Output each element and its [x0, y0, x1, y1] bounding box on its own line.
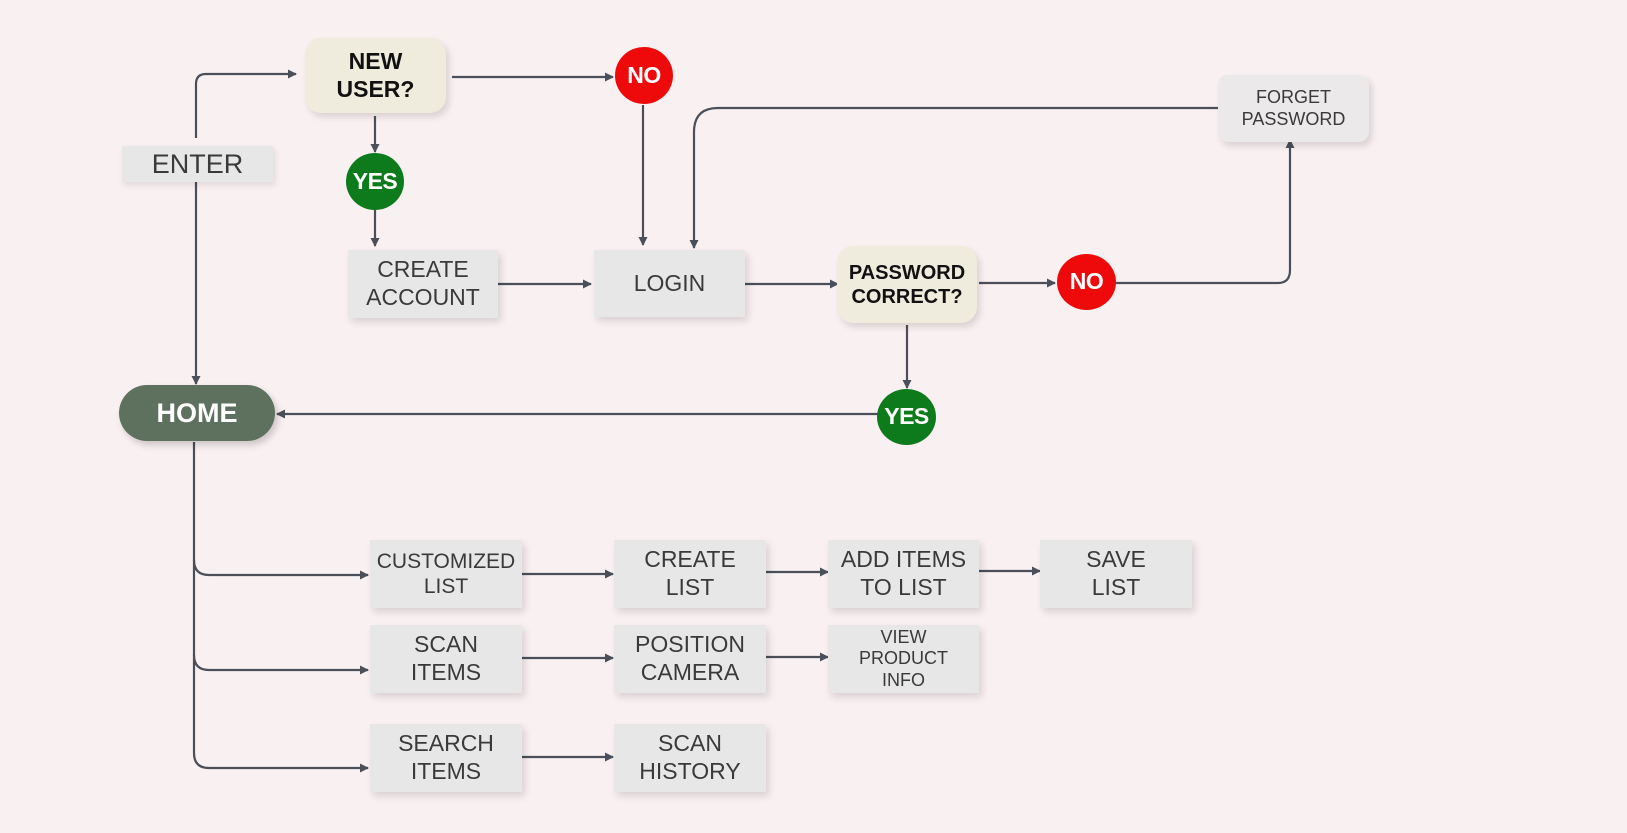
add-items-to-list-label: ADD ITEMS TO LIST: [840, 546, 967, 600]
view-product-info-label: VIEW PRODUCT INFO: [859, 626, 948, 690]
login-label: LOGIN: [633, 269, 706, 296]
add-items-to-list-box[interactable]: ADD ITEMS TO LIST: [828, 540, 979, 608]
forget-password-box[interactable]: FORGET PASSWORD: [1218, 75, 1369, 142]
no-label: NO: [627, 61, 661, 88]
scan-history-label: SCAN HISTORY: [639, 730, 741, 784]
home-to-customized-list-connector: [192, 442, 369, 580]
scan-items-label: SCAN ITEMS: [410, 631, 482, 685]
new-user-decision[interactable]: NEW USER?: [305, 38, 446, 113]
no-circle-right[interactable]: NO: [1057, 254, 1116, 310]
login-box[interactable]: LOGIN: [594, 250, 745, 317]
customized-list-label: CUSTOMIZED LIST: [376, 549, 516, 598]
position-camera-box[interactable]: POSITION CAMERA: [614, 625, 766, 693]
yes-circle-bottom[interactable]: YES: [877, 389, 936, 445]
search-items-box[interactable]: SEARCH ITEMS: [370, 724, 522, 792]
home-node[interactable]: HOME: [119, 385, 275, 441]
customized-list-box[interactable]: CUSTOMIZED LIST: [370, 540, 522, 608]
forget-password-to-login-connector: [689, 106, 1218, 249]
view-product-info-box[interactable]: VIEW PRODUCT INFO: [828, 625, 979, 693]
position-camera-label: POSITION CAMERA: [635, 631, 745, 685]
new-user-label: NEW USER?: [336, 47, 415, 102]
no-circle-top[interactable]: NO: [615, 47, 673, 104]
scan-history-box[interactable]: SCAN HISTORY: [614, 724, 766, 792]
search-items-label: SEARCH ITEMS: [398, 730, 494, 784]
yes-label: YES: [352, 167, 398, 194]
enter-to-new-user-connector: [194, 69, 297, 138]
enter-node[interactable]: ENTER: [122, 146, 273, 182]
yes-circle-top[interactable]: YES: [346, 153, 404, 210]
save-list-box[interactable]: SAVE LIST: [1040, 540, 1192, 608]
yes-label: YES: [884, 403, 929, 430]
home-to-scan-items-connector: [192, 560, 369, 675]
create-list-label: CREATE LIST: [644, 546, 736, 600]
enter-label: ENTER: [151, 148, 244, 179]
save-list-label: SAVE LIST: [1086, 546, 1146, 600]
create-account-box[interactable]: CREATE ACCOUNT: [348, 250, 498, 318]
forget-password-label: FORGET PASSWORD: [1241, 86, 1346, 129]
no-label: NO: [1069, 268, 1104, 295]
password-correct-label: PASSWORD CORRECT?: [848, 261, 966, 308]
home-to-search-items-connector: [192, 655, 369, 773]
scan-items-box[interactable]: SCAN ITEMS: [370, 625, 522, 693]
home-label: HOME: [156, 397, 238, 428]
create-account-label: CREATE ACCOUNT: [366, 256, 480, 310]
no-to-forget-password-connector: [1116, 139, 1295, 285]
create-list-box[interactable]: CREATE LIST: [614, 540, 766, 608]
password-correct-decision[interactable]: PASSWORD CORRECT?: [837, 246, 977, 323]
